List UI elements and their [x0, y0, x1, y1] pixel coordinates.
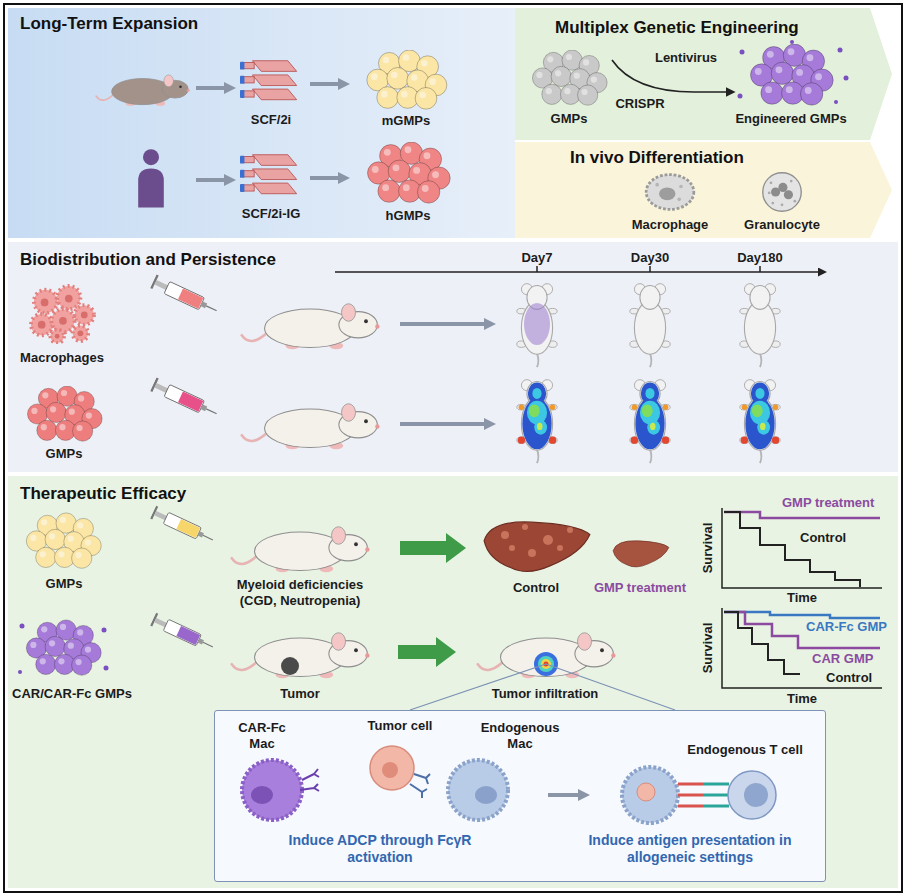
section-heading: Long-Term Expansion: [20, 14, 198, 34]
axis-label: Survival: [700, 523, 716, 574]
cell-label: Engineered GMPs: [735, 111, 846, 127]
cell-label: Granulocyte: [744, 217, 820, 233]
section-heading: Multiplex Genetic Engineering: [555, 18, 799, 38]
section-panel: Biodistribution and Persistence: [8, 242, 898, 472]
figure-frame: [4, 4, 902, 892]
cell-label: Tumor cell: [368, 718, 433, 734]
condition-label: Myeloid deficiencies (CGD, Neutropenia): [220, 577, 380, 608]
section-heading: In vivo Differentiation: [570, 148, 744, 168]
panel-shape: [8, 242, 898, 472]
panel-shape: [8, 476, 898, 888]
method-label: CRISPR: [615, 96, 664, 112]
axis-label: Survival: [700, 623, 716, 674]
cell-label: CAR/CAR-Fc GMPs: [12, 686, 132, 702]
timepoint-label: Day7: [521, 250, 552, 266]
cell-label: Macrophage: [632, 217, 709, 233]
medium-label: SCF/2i-IG: [242, 206, 301, 222]
curve-label: CAR GMP: [812, 651, 873, 667]
cell-label: GMPs: [46, 446, 83, 462]
timepoint-label: Day30: [631, 250, 669, 266]
section-heading: Biodistribution and Persistence: [20, 250, 276, 270]
group-label: GMP treatment: [594, 580, 686, 596]
group-label: Control: [513, 580, 559, 596]
cell-label: CAR-Fc Mac: [230, 720, 294, 751]
curve-label: Control: [826, 670, 872, 686]
mechanism-text: Induce ADCP through FcγR activation: [275, 832, 485, 866]
cell-label: Endogenous Mac: [475, 720, 565, 751]
cell-label: GMPs: [551, 111, 588, 127]
cell-label: hGMPs: [386, 208, 431, 224]
cell-label: Endogenous T cell: [687, 742, 803, 758]
cell-label: Macrophages: [20, 350, 104, 366]
condition-label: Tumor infiltration: [492, 686, 599, 702]
timepoint-label: Day180: [737, 250, 783, 266]
cell-label: mGMPs: [382, 113, 430, 129]
cell-label: GMPs: [46, 576, 83, 592]
curve-label: Control: [800, 530, 846, 546]
condition-label: Tumor: [280, 686, 319, 702]
axis-label: Time: [787, 590, 817, 606]
section-panel: Therapeutic EfficacyInduce ADCP through …: [8, 476, 898, 888]
mechanism-text: Induce antigen presentation in allogenei…: [575, 832, 805, 866]
axis-label: Time: [787, 691, 817, 707]
curve-label: GMP treatment: [782, 495, 874, 511]
medium-label: SCF/2i: [251, 112, 291, 128]
curve-label: CAR-Fc GMP: [806, 619, 887, 635]
method-label: Lentivirus: [655, 50, 717, 66]
section-heading: Therapeutic Efficacy: [20, 484, 186, 504]
